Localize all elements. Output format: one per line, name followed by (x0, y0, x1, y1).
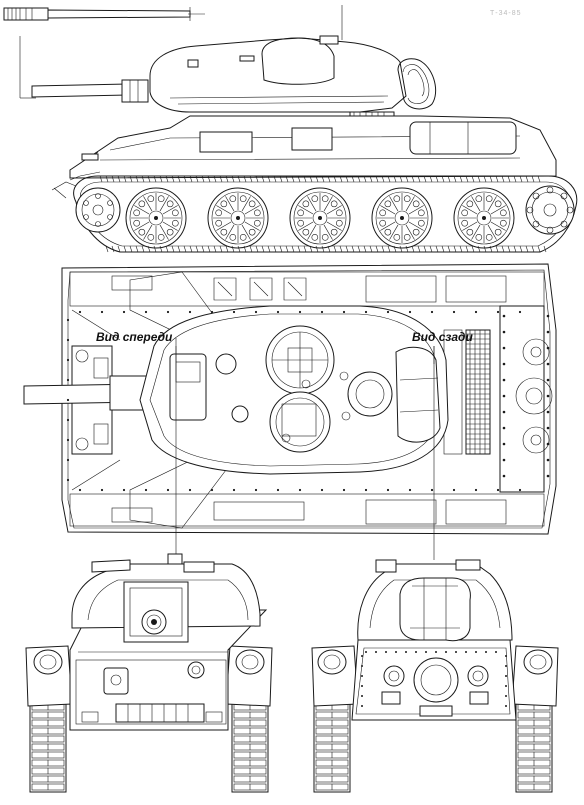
side-idler-wheel (75, 187, 121, 233)
top-view (23, 263, 557, 535)
road-wheel (371, 187, 433, 249)
side-track (73, 175, 578, 253)
rear-view (311, 346, 559, 793)
sight-line-mark (19, 36, 36, 99)
side-drive-sprocket (525, 185, 575, 235)
road-wheel (207, 187, 269, 249)
road-wheel (125, 187, 187, 249)
road-wheel (289, 187, 351, 249)
rear-stowage-bag (399, 577, 471, 642)
corner-marking: Т-34-85 (490, 10, 522, 17)
side-view (31, 5, 578, 253)
top-radiator-grille (465, 329, 491, 455)
side-gun-barrel (31, 83, 129, 98)
top-stowage-bag (395, 346, 441, 443)
top-hull-outline (61, 263, 557, 535)
front-view-label: Вид спереди (96, 330, 173, 344)
gun-barrel-detail (3, 7, 205, 21)
side-turret (149, 37, 407, 113)
front-view (25, 338, 273, 793)
side-road-wheels (99, 175, 547, 253)
top-loader-hatch (269, 391, 331, 453)
road-wheel (453, 187, 515, 249)
rear-view-label: Вид сзади (412, 330, 473, 344)
